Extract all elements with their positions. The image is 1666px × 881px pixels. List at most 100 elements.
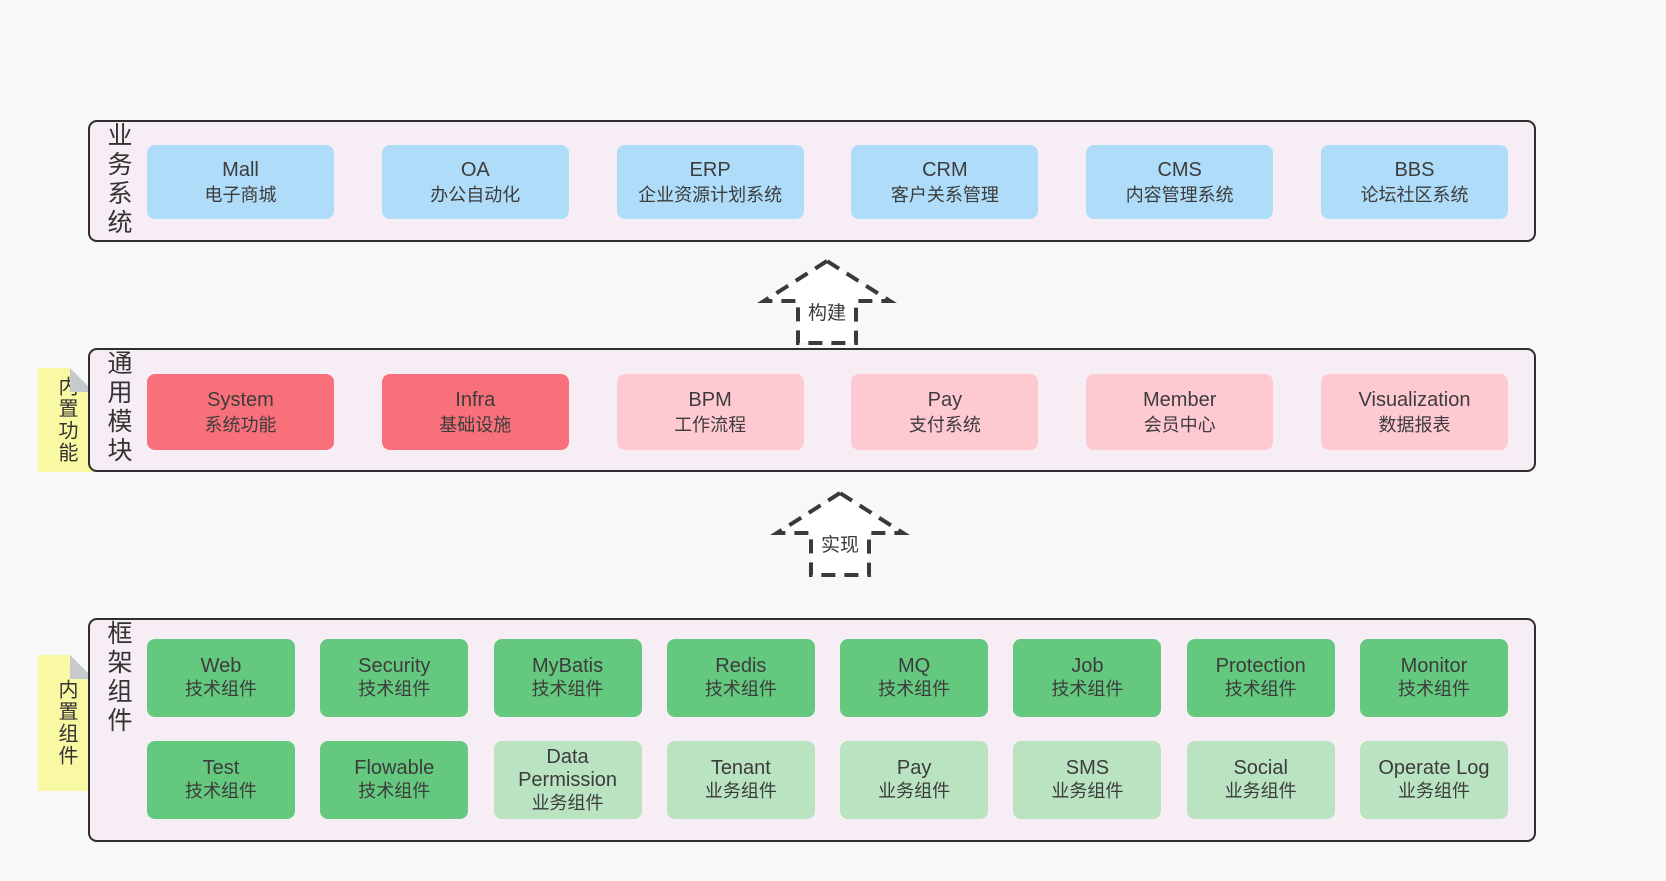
common-modules-band: 通用模块 System 系统功能 Infra 基础设施 BPM 工作流程 Pay… <box>88 348 1536 472</box>
implement-arrow-label: 实现 <box>817 530 863 557</box>
box-subtitle: 技术组件 <box>358 781 431 801</box>
box-title: Monitor <box>1400 655 1468 677</box>
sticky-note-built-in-components: 内置组件 <box>38 655 94 791</box>
box-subtitle: 业务组件 <box>704 781 777 801</box>
box-subtitle: 业务组件 <box>878 781 951 801</box>
box-subtitle: 业务组件 <box>1051 781 1124 801</box>
box-subtitle: 办公自动化 <box>430 184 521 205</box>
system-box-erp: ERP 企业资源计划系统 <box>616 145 804 219</box>
box-title: Job <box>1071 655 1104 677</box>
module-box-pay: Pay 支付系统 <box>851 374 1039 450</box>
band-label-components: 框架组件 <box>104 620 132 736</box>
box-title: Flowable <box>354 757 435 779</box>
box-subtitle: 技术组件 <box>704 679 777 699</box>
components-row-2: Test 技术组件 Flowable 技术组件 Data Permission … <box>147 741 1508 819</box>
box-subtitle: 技术组件 <box>1224 679 1297 699</box>
box-title: Visualization <box>1358 388 1471 411</box>
box-title: Infra <box>455 388 496 411</box>
box-subtitle: 内容管理系统 <box>1125 184 1234 205</box>
sticky-note-text: 内置功能 <box>55 376 77 464</box>
band-label-modules: 通用模块 <box>104 350 132 466</box>
box-title: SMS <box>1065 757 1110 779</box>
module-box-system: System 系统功能 <box>147 374 334 450</box>
box-title: Mall <box>222 158 259 181</box>
box-subtitle: 技术组件 <box>531 679 604 699</box>
implement-arrow: 实现 <box>765 488 915 580</box>
box-subtitle: 系统功能 <box>204 414 277 435</box>
box-subtitle: 技术组件 <box>1397 679 1470 699</box>
box-subtitle: 电子商城 <box>204 184 277 205</box>
component-box-security: Security 技术组件 <box>320 639 469 717</box>
box-title: Test <box>202 757 240 779</box>
box-subtitle: 技术组件 <box>358 679 431 699</box>
box-subtitle: 基础设施 <box>439 414 512 435</box>
box-title: Web <box>200 655 242 677</box>
box-subtitle: 论坛社区系统 <box>1360 184 1469 205</box>
component-box-mq: MQ 技术组件 <box>840 639 989 717</box>
box-title: Tenant <box>710 757 771 779</box>
component-box-monitor: Monitor 技术组件 <box>1359 639 1508 717</box>
box-subtitle: 工作流程 <box>674 414 747 435</box>
box-title: MQ <box>898 655 931 677</box>
box-subtitle: 技术组件 <box>878 679 951 699</box>
sticky-note-built-in-features: 内置功能 <box>38 368 94 472</box>
modules-box-row: System 系统功能 Infra 基础设施 BPM 工作流程 Pay 支付系统… <box>147 374 1508 450</box>
box-title: CMS <box>1157 158 1202 181</box>
box-title: Security <box>358 655 431 677</box>
box-title: Protection <box>1215 655 1306 677</box>
component-box-web: Web 技术组件 <box>147 639 295 717</box>
business-systems-band: 业务系统 Mall 电子商城 OA 办公自动化 ERP 企业资源计划系统 CRM… <box>88 120 1536 242</box>
box-subtitle: 业务组件 <box>1397 781 1470 801</box>
component-box-redis: Redis 技术组件 <box>666 639 815 717</box>
component-box-mybatis: MyBatis 技术组件 <box>493 639 642 717</box>
box-title: Member <box>1143 388 1217 411</box>
component-box-sms: SMS 业务组件 <box>1013 741 1162 819</box>
box-title: System <box>207 388 274 411</box>
box-title: CRM <box>922 158 968 181</box>
module-box-member: Member 会员中心 <box>1086 374 1274 450</box>
box-subtitle: 技术组件 <box>185 781 257 801</box>
box-subtitle: 支付系统 <box>908 414 981 435</box>
component-box-operate-log: Operate Log 业务组件 <box>1359 741 1508 819</box>
system-box-oa: OA 办公自动化 <box>381 145 569 219</box>
component-box-pay: Pay 业务组件 <box>840 741 989 819</box>
box-subtitle: 企业资源计划系统 <box>638 184 783 205</box>
box-title: Data Permission <box>518 745 618 791</box>
box-title: BPM <box>688 388 732 411</box>
component-box-flowable: Flowable 技术组件 <box>320 741 469 819</box>
box-title: MyBatis <box>532 655 604 677</box>
components-row-1: Web 技术组件 Security 技术组件 MyBatis 技术组件 Redi… <box>147 639 1508 717</box>
box-subtitle: 数据报表 <box>1378 414 1451 435</box>
system-box-mall: Mall 电子商城 <box>147 145 334 219</box>
business-box-row: Mall 电子商城 OA 办公自动化 ERP 企业资源计划系统 CRM 客户关系… <box>147 145 1508 219</box>
box-title: Pay <box>927 388 963 411</box>
framework-components-band: 框架组件 Web 技术组件 Security 技术组件 MyBatis 技术组件… <box>88 618 1536 842</box>
component-box-job: Job 技术组件 <box>1013 639 1162 717</box>
box-title: Operate Log <box>1378 757 1490 779</box>
module-box-infra: Infra 基础设施 <box>381 374 569 450</box>
system-box-cms: CMS 内容管理系统 <box>1086 145 1274 219</box>
box-subtitle: 业务组件 <box>1224 781 1297 801</box>
box-subtitle: 业务组件 <box>531 792 604 813</box>
component-box-social: Social 业务组件 <box>1186 741 1335 819</box>
box-title: Pay <box>896 757 932 779</box>
module-box-visualization: Visualization 数据报表 <box>1320 374 1508 450</box>
box-subtitle: 技术组件 <box>1051 679 1124 699</box>
build-arrow: 构建 <box>752 256 902 348</box>
box-subtitle: 客户关系管理 <box>890 184 999 205</box>
system-box-crm: CRM 客户关系管理 <box>851 145 1039 219</box>
build-arrow-label: 构建 <box>804 298 850 325</box>
box-title: Redis <box>715 655 767 677</box>
band-label-business: 业务系统 <box>104 122 132 238</box>
box-title: Social <box>1233 757 1288 779</box>
component-box-data-permission: Data Permission 业务组件 <box>493 741 642 819</box>
box-title: ERP <box>689 158 731 181</box>
component-box-protection: Protection 技术组件 <box>1186 639 1335 717</box>
component-box-tenant: Tenant 业务组件 <box>666 741 815 819</box>
module-box-bpm: BPM 工作流程 <box>616 374 804 450</box>
sticky-note-text: 内置组件 <box>55 679 77 767</box>
box-subtitle: 会员中心 <box>1143 414 1216 435</box>
box-subtitle: 技术组件 <box>185 679 257 699</box>
system-box-bbs: BBS 论坛社区系统 <box>1320 145 1508 219</box>
component-box-test: Test 技术组件 <box>147 741 295 819</box>
